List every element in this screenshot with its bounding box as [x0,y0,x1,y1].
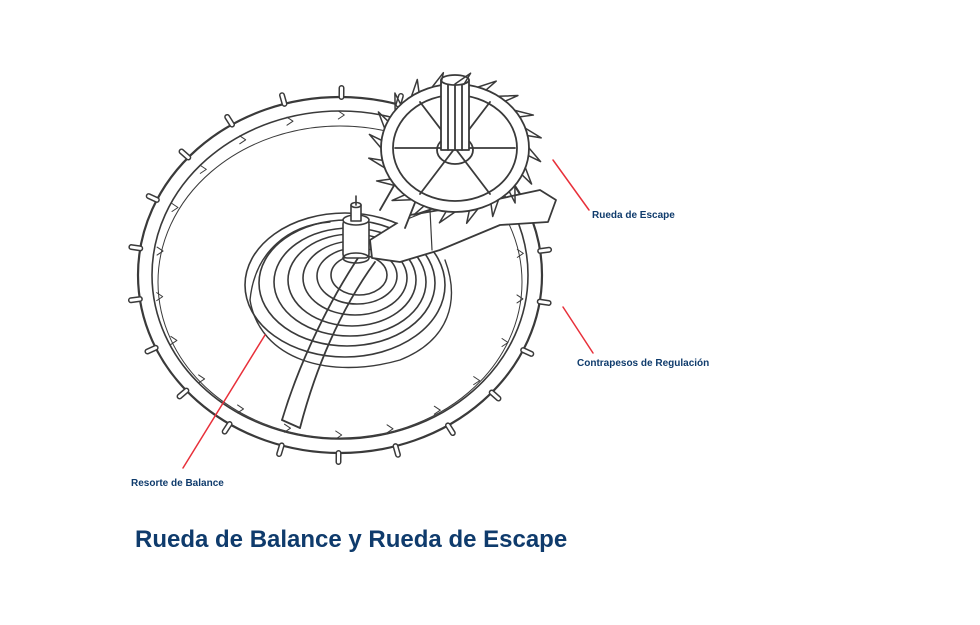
leader-regulating-weights [563,307,593,353]
leader-balance-spring [183,335,265,468]
regulating-screw [279,424,290,454]
label-balance-spring: Resorte de Balance [131,478,224,489]
regulating-screw [387,425,398,455]
escape-tooth [369,134,381,148]
regulating-screw [517,249,549,257]
regulating-screw [131,247,163,255]
escape-tooth [528,148,540,162]
diagram-title: Rueda de Balance y Rueda de Escape [135,526,567,554]
regulating-screw [131,293,163,301]
regulating-screw [282,95,293,125]
regulating-screw [336,431,342,462]
leader-escape-wheel [553,160,589,210]
regulating-screw [338,88,344,119]
label-escape-wheel: Rueda de Escape [592,210,675,221]
label-regulating-weights: Contrapesos de Regulación [577,358,709,369]
balance-staff [343,196,369,263]
